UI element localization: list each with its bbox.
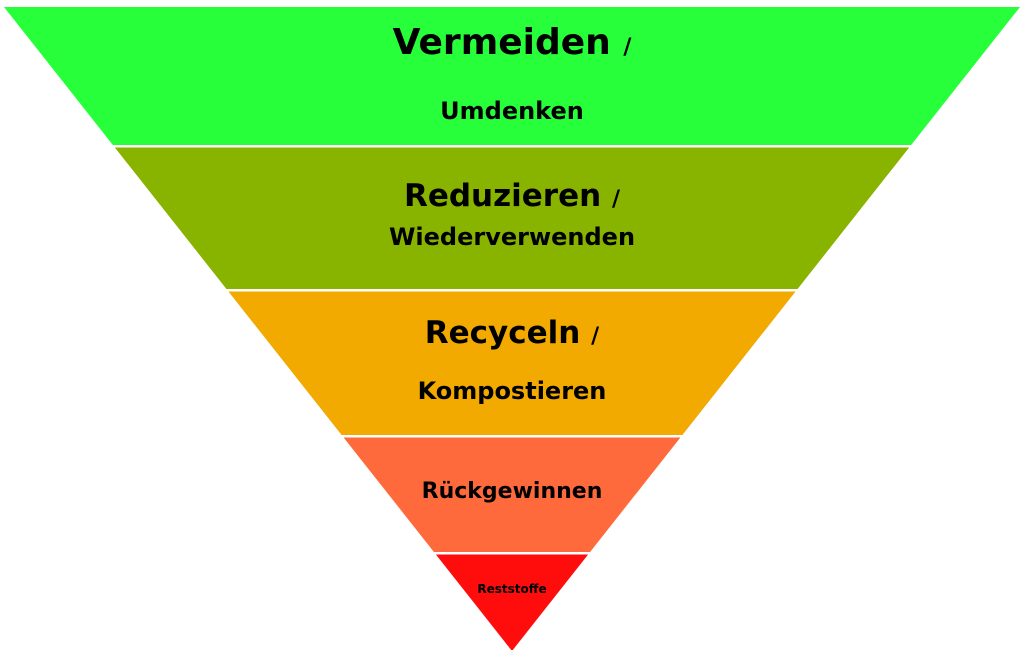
level-1-title: Vermeiden / [392,22,632,63]
level-2-subtitle: Wiederverwenden [388,223,636,251]
level-2-title: Reduzieren / [403,178,621,214]
level-4-title: Rückgewinnen [421,479,603,504]
level-1-subtitle: Umdenken [440,97,584,125]
pyramid-level-3 [228,291,796,435]
level-5-title: Reststoffe [477,582,547,596]
level-3-title: Recyceln / [424,315,600,351]
level-3-subtitle: Kompostieren [417,377,607,405]
pyramid-level-2 [114,147,910,289]
pyramid-level-5 [435,554,589,650]
pyramid-level-1 [4,7,1020,145]
pyramid-level-4 [343,437,681,552]
